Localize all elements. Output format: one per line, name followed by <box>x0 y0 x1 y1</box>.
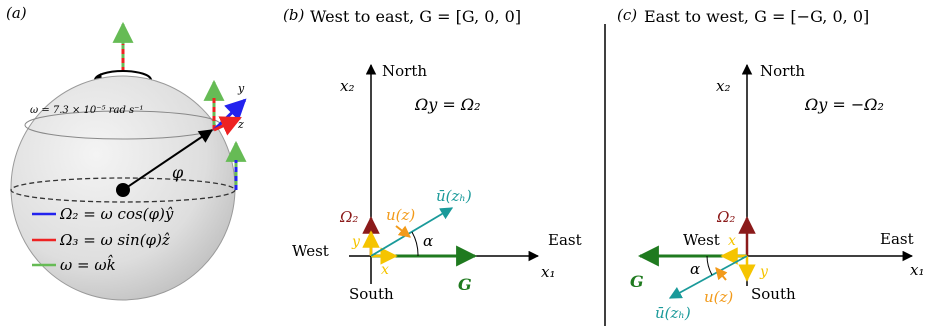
panel-a-legend: Ω₂ = ω cos(φ)ŷ Ω₃ = ω sin(φ)ẑ ω = ωk̂ <box>32 205 174 274</box>
panel-b-alpha-label: α <box>423 232 433 250</box>
panel-c-ubar-arrow <box>668 255 748 299</box>
omega-value-label: ω = 7.3 × 10⁻⁵ rad s⁻¹ <box>30 105 143 116</box>
panel-b-omega2-label: Ω₂ <box>339 208 358 226</box>
panel-c-u-arrow <box>715 267 728 281</box>
panel-c-y-label: y <box>759 264 769 280</box>
panel-c-x1-label: x₁ <box>910 261 924 279</box>
panel-c-north: North <box>760 62 805 80</box>
radius-vector <box>122 129 214 191</box>
panel-c-omega2-label: Ω₂ <box>716 208 735 226</box>
panel-b-north: North <box>382 62 427 80</box>
panel-c-alpha-arc <box>706 255 713 276</box>
panel-b-x-label: x <box>381 262 389 278</box>
panel-c-g-label: G <box>630 272 644 291</box>
panel-b-y-label: y <box>351 234 361 250</box>
panel-b-x2-label: x₂ <box>340 77 354 95</box>
panel-b-g-label: G <box>458 275 472 294</box>
panel-b-south: South <box>349 285 394 303</box>
panel-c-u-label: u(z) <box>704 288 733 306</box>
legend-omega3: Ω₃ = ω sin(φ)ẑ <box>59 231 170 249</box>
omega3-arrow <box>213 116 242 136</box>
panel-c-x-label: x <box>728 233 736 249</box>
panel-b: (b) West to east, G = [G, 0, 0] North x₂… <box>283 6 582 303</box>
phi-label: φ <box>172 163 184 182</box>
panel-c-x2-label: x₂ <box>716 77 730 95</box>
panel-c-east: East <box>880 230 914 248</box>
panel-c-omega-relation: Ωy = −Ω₂ <box>804 95 884 114</box>
panel-b-title: West to east, G = [G, 0, 0] <box>310 7 521 26</box>
panel-b-x1-label: x₁ <box>541 263 555 281</box>
panel-c-ubar-label: ū(zₕ) <box>655 304 691 322</box>
panel-b-east: East <box>548 231 582 249</box>
panel-c-tag: (c) <box>617 6 637 24</box>
panel-c-south: South <box>751 285 796 303</box>
panel-b-alpha-arc <box>411 231 419 257</box>
panel-a: (a) ω = 7.3 × 10⁻⁵ rad s⁻¹ φ y z Ω₂ = ω <box>6 4 247 301</box>
panel-b-west: West <box>292 242 329 260</box>
legend-omega2: Ω₂ = ω cos(φ)ŷ <box>59 205 174 223</box>
panel-a-tag: (a) <box>6 4 27 22</box>
legend-omega: ω = ωk̂ <box>60 255 116 274</box>
panel-b-u-arrow <box>395 225 411 238</box>
panel-b-ubar-arrow <box>370 207 454 257</box>
panel-b-tag: (b) <box>283 6 304 24</box>
panel-b-ubar-label: ū(zₕ) <box>436 187 472 205</box>
panel-b-u-label: u(z) <box>386 206 415 224</box>
panel-b-omega-relation: Ωy = Ω₂ <box>414 95 481 114</box>
panel-c-title: East to west, G = [−G, 0, 0] <box>644 7 869 26</box>
panel-c-west: West <box>683 231 720 249</box>
panel-c: (c) East to west, G = [−G, 0, 0] North x… <box>617 6 924 322</box>
axis-label-y: y <box>237 82 245 95</box>
axis-label-z: z <box>237 118 244 131</box>
panel-c-alpha-label: α <box>690 260 700 278</box>
